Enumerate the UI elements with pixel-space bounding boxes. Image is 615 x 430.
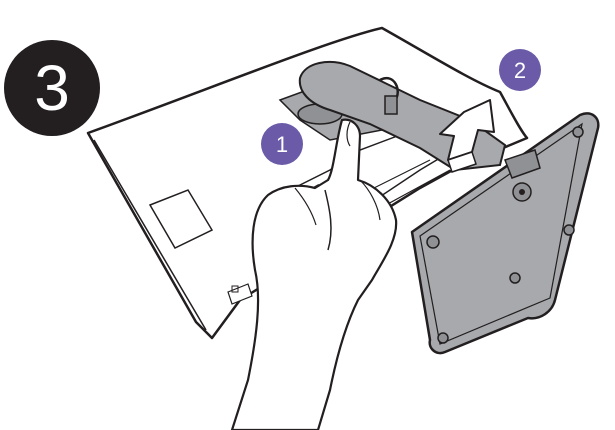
step-number-text: 3 [34, 52, 70, 124]
callout-2-label: 2 [514, 58, 526, 83]
callout-1-circle [261, 123, 303, 165]
stand-base [410, 112, 600, 355]
hand [230, 118, 398, 430]
callout-1-label: 1 [276, 132, 288, 157]
callout-2-circle [499, 49, 541, 91]
up-arrow [439, 99, 495, 173]
callout-2: 2 [499, 49, 541, 91]
callout-1: 1 [261, 123, 303, 165]
step-number-badge: 3 [4, 40, 100, 136]
